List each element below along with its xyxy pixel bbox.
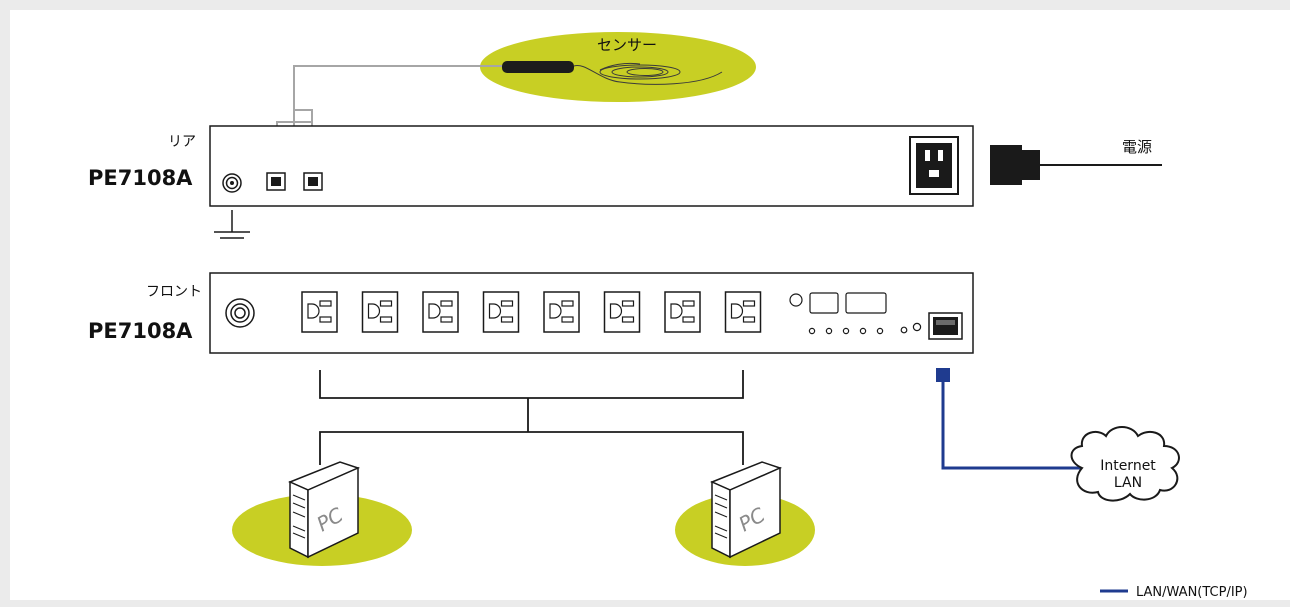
led-icon [808, 327, 816, 335]
reset-button-icon [789, 293, 803, 307]
lan-label: LAN [1114, 475, 1142, 491]
lan-port-icon [928, 312, 963, 340]
sensor-label: センサー [597, 36, 657, 54]
outlet-icon [543, 291, 580, 333]
legend-label: LAN/WAN(TCP/IP) [1136, 585, 1248, 600]
network-cable [936, 368, 1082, 470]
led-icon [912, 322, 922, 332]
ground-symbol-icon [214, 210, 250, 239]
pc-tower-icon [288, 461, 361, 559]
outlet-group [301, 291, 762, 333]
pc-tower-icon [710, 461, 783, 559]
outlet-icon [482, 291, 520, 333]
outlet-icon [664, 291, 701, 333]
front-model-label: PE7108A [88, 319, 193, 343]
control-area [789, 292, 922, 335]
led-icon [876, 327, 884, 335]
ground-screw-icon [222, 173, 242, 193]
sensor-ellipse [480, 32, 756, 102]
power-inlet-icon [909, 136, 959, 195]
led-icon [859, 327, 867, 335]
power-switch-icon [225, 298, 255, 328]
display-icon [809, 292, 839, 314]
outlet-wiring [319, 370, 744, 465]
outlet-icon [301, 291, 338, 333]
outlet-icon [724, 291, 762, 333]
outlet-icon [422, 291, 459, 333]
internet-label: Internet [1100, 458, 1156, 474]
led-icon [825, 327, 833, 335]
cloud-icon [1070, 426, 1180, 502]
led-icon [900, 326, 908, 334]
front-label: フロント [146, 284, 202, 300]
sensor-coil-icon [573, 62, 723, 85]
outlet-icon [361, 291, 399, 333]
rear-model-label: PE7108A [88, 166, 193, 190]
power-plug-icon [990, 145, 1162, 185]
power-label: 電源 [1122, 138, 1152, 156]
led-icon [842, 327, 850, 335]
sensor-port-icon [303, 172, 323, 191]
sensor-port-icon [266, 172, 286, 191]
sensor-probe-icon [502, 61, 574, 73]
outlet-icon [603, 291, 641, 333]
lcd-display-icon [845, 292, 887, 314]
sensor-cable [293, 65, 502, 110]
rear-label: リア [168, 134, 196, 150]
rear-panel [209, 125, 974, 207]
